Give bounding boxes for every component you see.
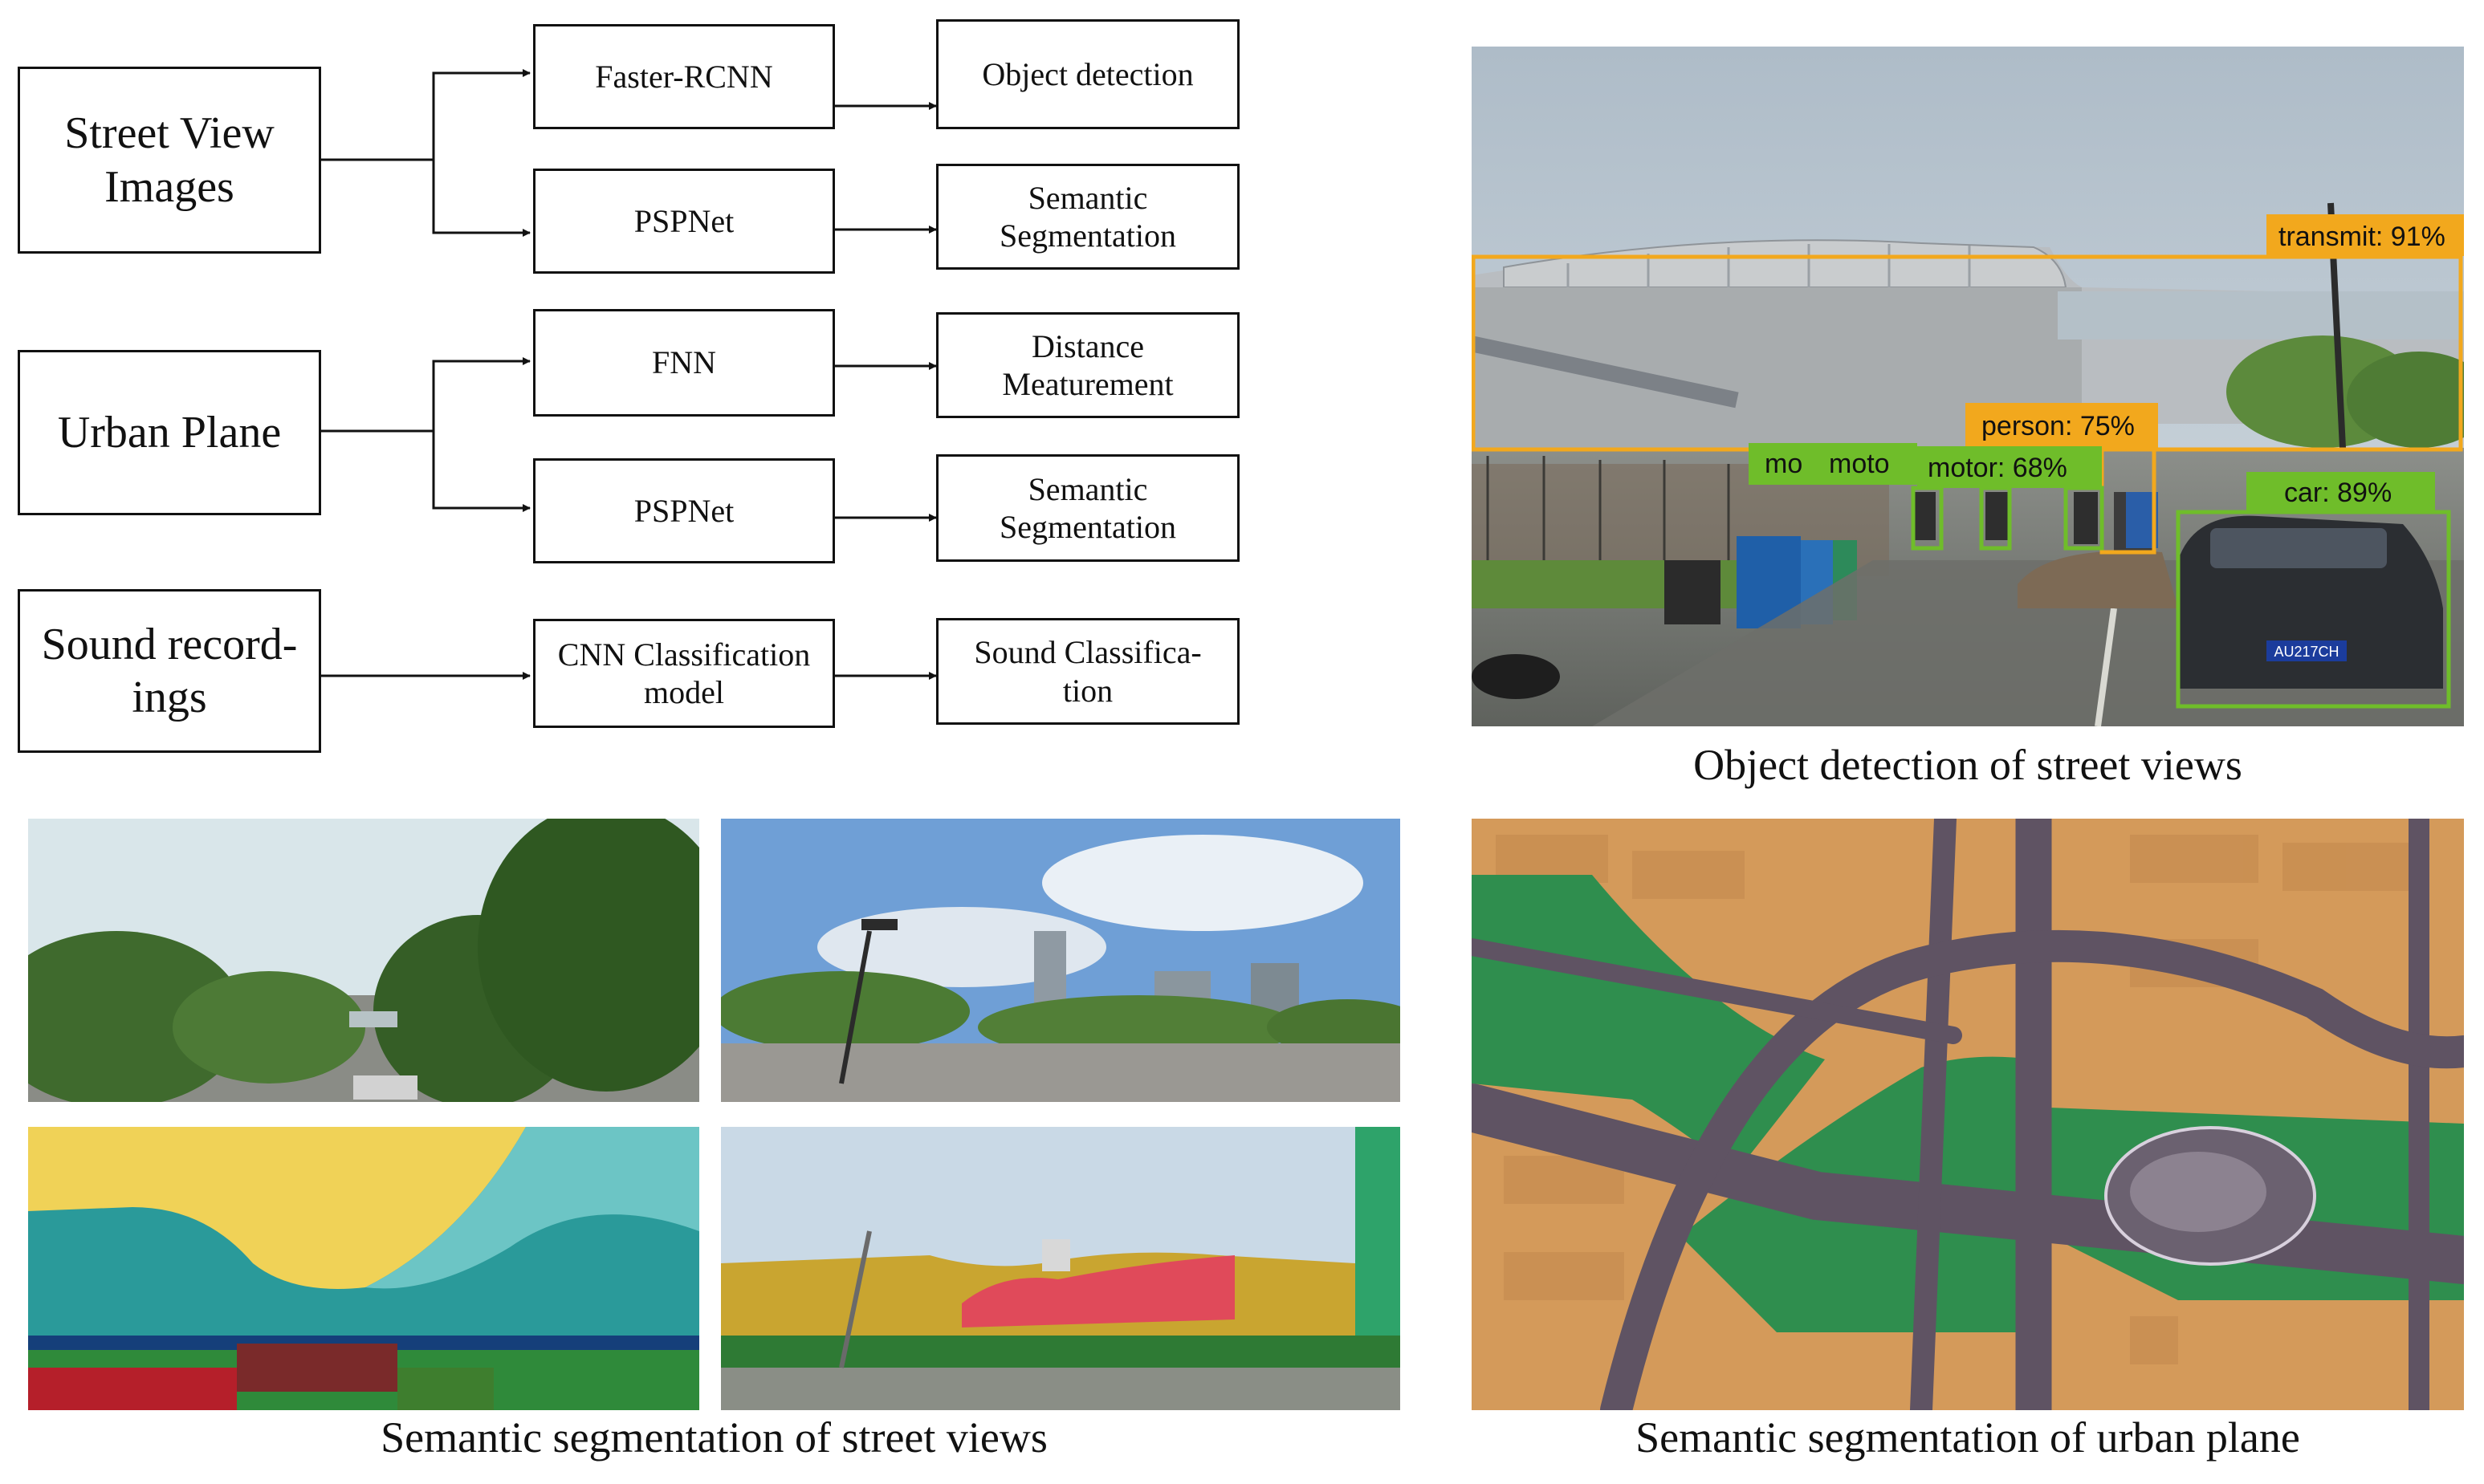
object-detection-photo: AU217CH transmit: 91% person: 75% mo mot… (1472, 47, 2464, 726)
label-moto: moto (1829, 449, 1890, 479)
pspnet-street-box: PSPNet (533, 169, 835, 274)
semantic-segmentation-plane-box: Semantic Segmentation (936, 454, 1240, 562)
label-bg-car (2246, 472, 2435, 512)
label-mo: mo (1765, 449, 1802, 479)
faster-rcnn-box: Faster-RCNN (533, 24, 835, 129)
tire (1472, 654, 1560, 699)
label-bg-motor (1917, 446, 2102, 488)
distance-measurement-box: Distance Meaturement (936, 312, 1240, 418)
pspnet-street-label: PSPNet (633, 202, 735, 239)
street-view-images-label: Street View Images (64, 108, 275, 212)
cnn-classification-box: CNN Classification model (533, 619, 835, 728)
label-bg-person (1965, 403, 2158, 448)
street-photo-2 (721, 819, 1400, 1102)
license-plate: AU217CH (2274, 644, 2339, 660)
arrow-street-to-pspnet (432, 160, 531, 237)
label-bg-mo-moto (1749, 443, 1917, 485)
urban-plane-map (1472, 819, 2464, 1410)
cnn-classification-label: CNN Classification model (557, 636, 811, 710)
faster-rcnn-label: Faster-RCNN (595, 58, 773, 95)
caption-object-detection: Object detection of street views (1693, 741, 2242, 789)
label-bg-transmit (2266, 214, 2464, 256)
pspnet-plane-label: PSPNet (633, 492, 735, 529)
sound-classification-box: Sound Classifica-tion (936, 618, 1240, 725)
label-person: person: 75% (1981, 411, 2135, 441)
urban-plane-label: Urban Plane (57, 407, 282, 457)
label-motor: motor: 68% (1928, 453, 2067, 483)
car: AU217CH (2178, 515, 2443, 689)
street-seg-1 (28, 1127, 699, 1410)
object-detection-label: Object detection (982, 55, 1194, 92)
sound-recordings-box: Sound record-ings (18, 589, 321, 753)
arrow-plane-to-pspnet (432, 431, 531, 512)
caption-street-segmentation: Semantic segmentation of street views (381, 1413, 1048, 1462)
street-view-images-box: Street View Images (18, 67, 321, 254)
sound-recordings-label: Sound record-ings (41, 619, 298, 722)
arrow-street-to-fasterrcnn (321, 69, 531, 161)
street-seg-2 (721, 1127, 1400, 1410)
street-photo-1 (28, 819, 699, 1102)
sound-classification-label: Sound Classifica-tion (974, 634, 1202, 709)
label-transmit: transmit: 91% (2278, 222, 2445, 252)
semantic-segmentation-street-box: Semantic Segmentation (936, 164, 1240, 270)
fnn-box: FNN (533, 309, 835, 417)
fnn-label: FNN (651, 344, 717, 381)
pspnet-plane-box: PSPNet (533, 458, 835, 563)
object-detection-box: Object detection (936, 19, 1240, 129)
distance-measurement-label: Distance Meaturement (1002, 327, 1174, 402)
semantic-segmentation-plane-label: Semantic Segmentation (1000, 470, 1176, 545)
flowchart-connectors (321, 69, 937, 680)
urban-plane-box: Urban Plane (18, 350, 321, 515)
semantic-segmentation-street-label: Semantic Segmentation (1000, 179, 1176, 254)
motorcycles (1913, 492, 1936, 540)
label-car: car: 89% (2284, 478, 2392, 508)
caption-urban-plane-segmentation: Semantic segmentation of urban plane (1635, 1413, 2300, 1462)
arrow-plane-to-fnn (321, 357, 531, 433)
